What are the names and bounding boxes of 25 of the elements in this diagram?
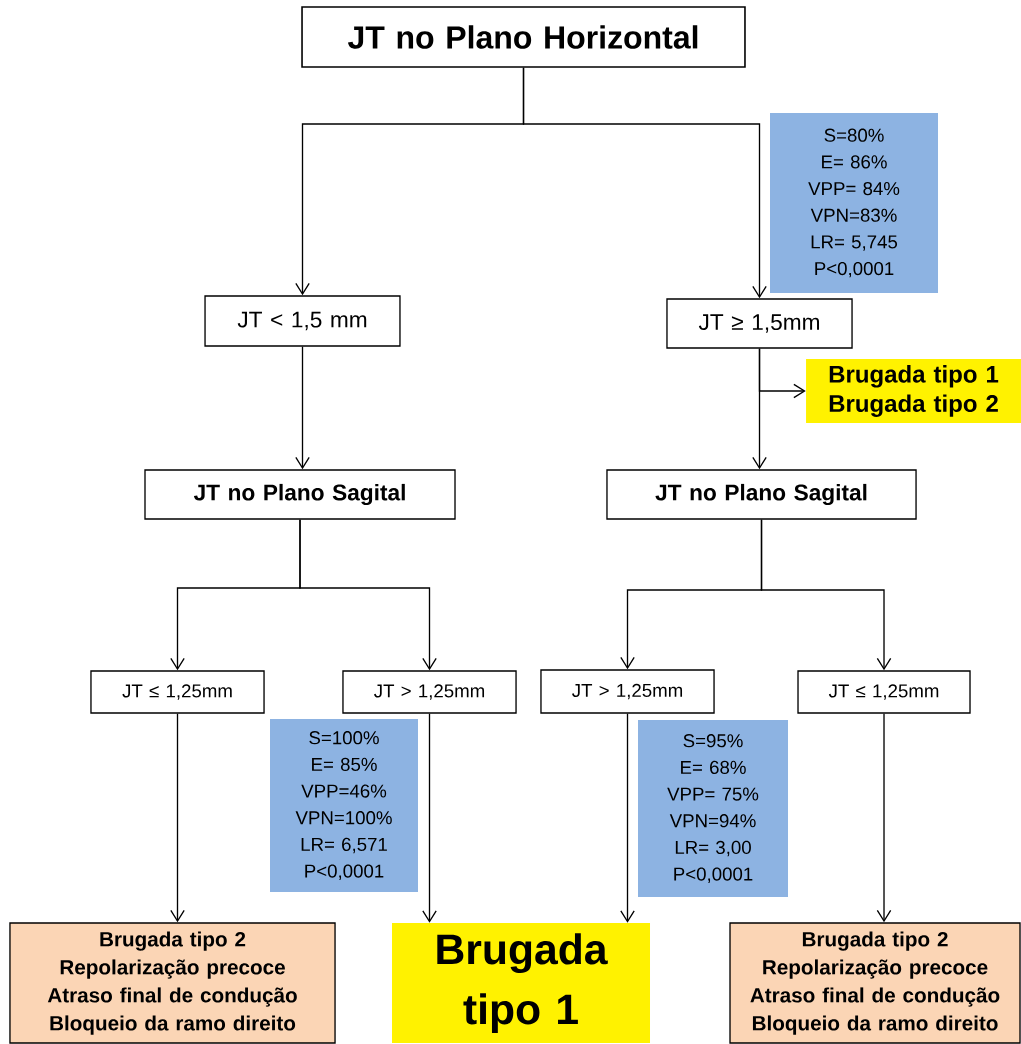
arrow <box>170 713 185 923</box>
criterion-box: JT > 1,25mm <box>342 670 517 714</box>
result-box: Brugada tipo 2 Repolarização precoce Atraso final de condução Bloqueio da ramo direito <box>729 922 1021 1044</box>
arrow <box>295 346 310 470</box>
decision-box: JT no Plano Horizontal <box>301 6 746 68</box>
arrow <box>422 713 437 923</box>
criterion-box: JT ≤ 1,25mm <box>797 670 971 714</box>
decision-box: JT no Plano Sagital <box>144 469 456 520</box>
arrow <box>620 712 635 923</box>
result-box: Brugada tipo 1 <box>392 923 650 1043</box>
criterion-box: JT ≥ 1,5mm <box>666 298 853 349</box>
statistics-box: S=100% E= 85% VPP=46% VPN=100% LR= 6,571 P<0,0001 <box>270 718 418 893</box>
arrow <box>760 519 892 671</box>
criterion-box: JT < 1,5 mm <box>204 295 401 347</box>
statistics-box: S=80% E= 86% VPP= 84% VPN=83% LR= 5,745 P<0,0001 <box>770 113 938 293</box>
arrow <box>752 348 767 470</box>
decision-box: JT no Plano Sagital <box>606 469 917 520</box>
arrow <box>876 713 892 923</box>
arrow <box>522 67 767 299</box>
criterion-box: JT ≤ 1,25mm <box>90 670 265 714</box>
statistics-box: S=95% E= 68% VPP= 75% VPN=94% LR= 3,00 P<0,0001 <box>638 719 788 898</box>
criterion-box: JT > 1,25mm <box>540 669 715 714</box>
arrow <box>299 519 437 671</box>
result-box: Brugada tipo 1 Brugada tipo 2 <box>806 359 1021 423</box>
result-box: Brugada tipo 2 Repolarização precoce Atraso final de condução Bloqueio da ramo direito <box>9 922 336 1044</box>
